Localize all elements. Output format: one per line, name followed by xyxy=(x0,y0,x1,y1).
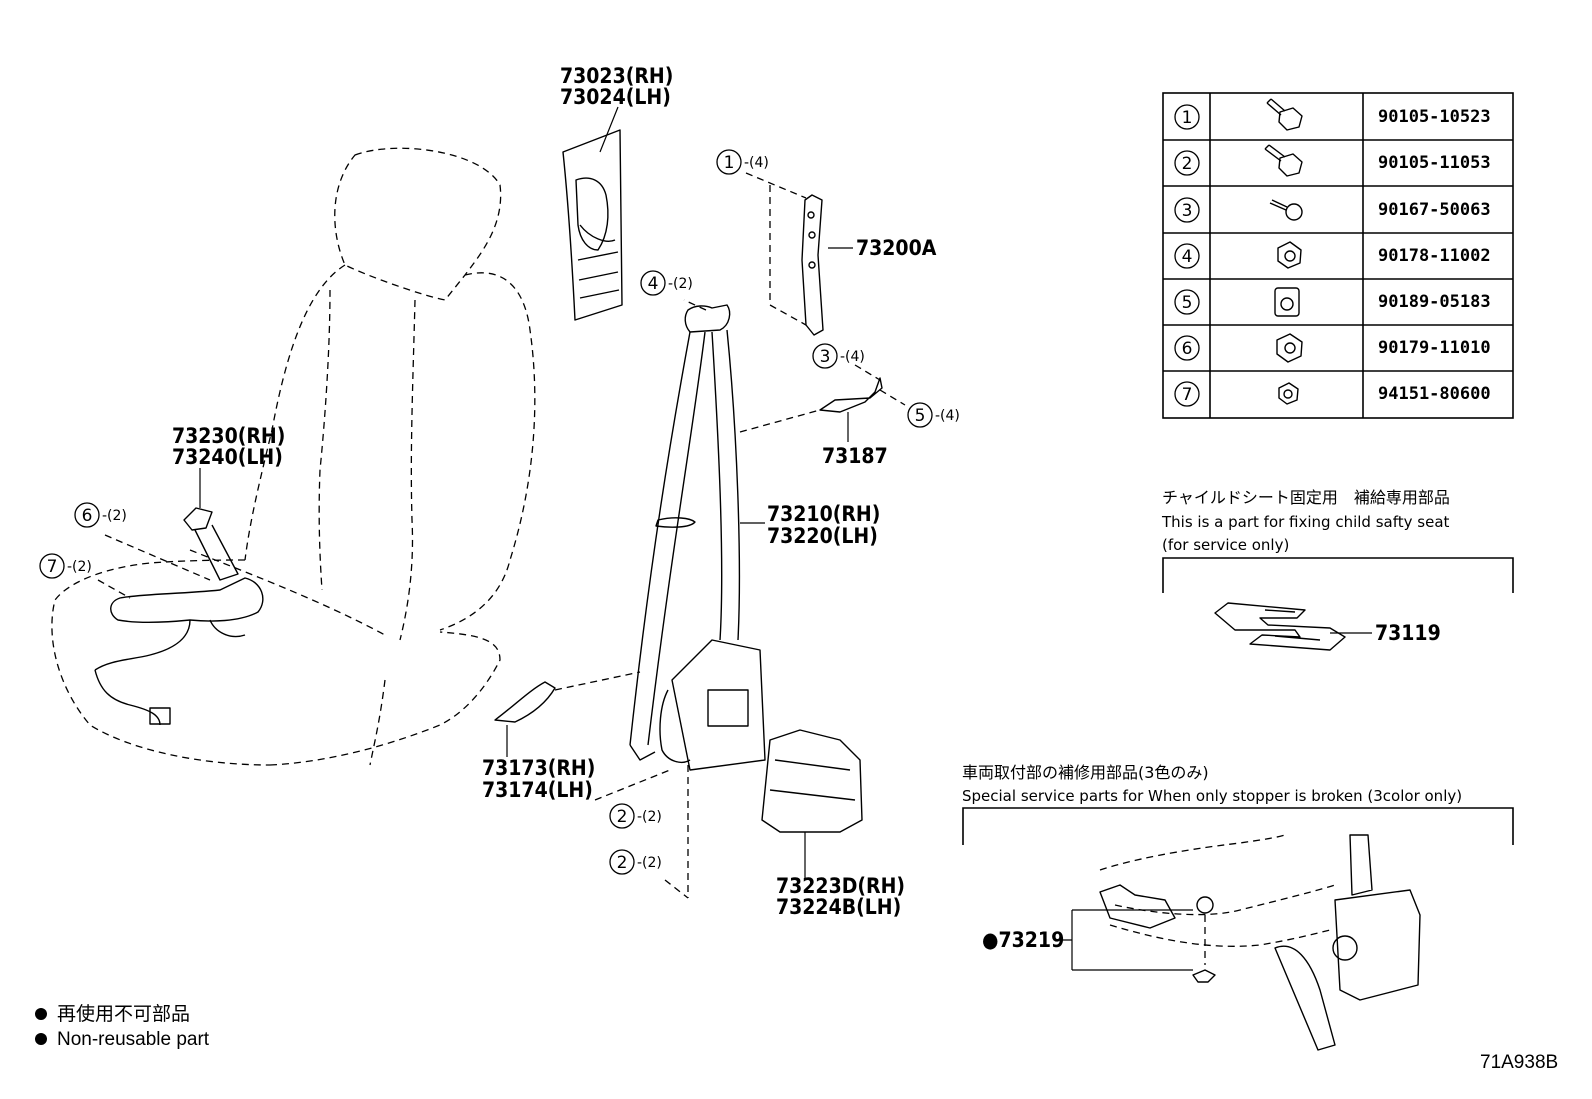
svg-text:3: 3 xyxy=(820,347,831,367)
nut-icon xyxy=(1278,382,1299,405)
svg-text:車両取付部の補修用部品(3色のみ): 車両取付部の補修用部品(3色のみ) xyxy=(962,763,1209,782)
svg-text:6: 6 xyxy=(1182,339,1193,359)
anchor-cover-73173 xyxy=(494,681,556,723)
fastener-ref-5: 5 -(4) xyxy=(907,402,960,428)
svg-text:チャイルドシート固定用 補給専用部品: チャイルドシート固定用 補給専用部品 xyxy=(1162,488,1450,507)
callout-73173-rh: 73173(RH) xyxy=(482,756,595,780)
svg-text:90105-11053: 90105-11053 xyxy=(1378,153,1491,173)
diagram-code: 71A938B xyxy=(1480,1052,1558,1073)
service-parts-section: 車両取付部の補修用部品(3色のみ) Special service parts … xyxy=(962,763,1514,1051)
shoulder-adjuster-73200A xyxy=(745,172,824,336)
svg-text:1: 1 xyxy=(724,153,735,173)
svg-text:5: 5 xyxy=(915,406,926,426)
non-reusable-dot-icon xyxy=(35,1008,47,1020)
seat-outline xyxy=(51,147,536,766)
svg-text:再使用不可部品: 再使用不可部品 xyxy=(57,1003,190,1025)
nut-icon xyxy=(1276,333,1303,363)
callout-73023-rh: 73023(RH) xyxy=(560,64,673,88)
callout-73219: ●73219 xyxy=(982,928,1064,952)
svg-text:5: 5 xyxy=(1182,293,1193,313)
svg-text:-(4): -(4) xyxy=(935,408,960,424)
table-row-2: 2 90105-11053 xyxy=(1174,144,1491,177)
callout-73174-lh: 73174(LH) xyxy=(482,778,593,802)
callout-73224B-lh: 73224B(LH) xyxy=(776,895,901,919)
svg-text:-(2): -(2) xyxy=(668,276,693,292)
seat-belt-assembly-73210 xyxy=(629,304,766,771)
fastener-ref-3: 3 -(4) xyxy=(812,343,865,369)
svg-text:4: 4 xyxy=(648,274,659,294)
svg-text:This is a part for fixing chil: This is a part for fixing child safty se… xyxy=(1161,513,1450,531)
svg-text:1: 1 xyxy=(1182,108,1193,128)
nut-icon xyxy=(1277,241,1302,269)
pillar-trim-73023 xyxy=(562,129,623,321)
stopper-assembly-73219 xyxy=(1099,834,1421,1051)
non-reusable-dot-icon xyxy=(35,1033,47,1045)
flange-bolt-icon xyxy=(1264,144,1303,177)
fastener-table: 1 90105-10523 2 90105-11053 3 90167-5006… xyxy=(1162,92,1514,419)
svg-text:94151-80600: 94151-80600 xyxy=(1378,384,1491,404)
table-row-7: 7 94151-80600 xyxy=(1174,381,1491,407)
svg-text:-(2): -(2) xyxy=(637,855,662,871)
callout-73230-rh: 73230(RH) xyxy=(172,424,285,448)
svg-text:(for service only): (for service only) xyxy=(1162,536,1289,554)
svg-text:90178-11002: 90178-11002 xyxy=(1378,246,1491,266)
svg-text:-(4): -(4) xyxy=(744,155,769,171)
svg-text:4: 4 xyxy=(1182,247,1193,267)
svg-text:7: 7 xyxy=(47,557,58,577)
table-row-4: 4 90178-11002 xyxy=(1174,241,1491,269)
callout-73024-lh: 73024(LH) xyxy=(560,85,671,109)
retractor-cover-73223D xyxy=(761,729,863,833)
svg-text:Special service parts for When: Special service parts for When only stop… xyxy=(962,787,1462,805)
svg-text:90105-10523: 90105-10523 xyxy=(1378,107,1491,127)
callout-73210-rh: 73210(RH) xyxy=(767,502,880,526)
svg-text:90189-05183: 90189-05183 xyxy=(1378,292,1491,312)
table-row-3: 3 90167-50063 xyxy=(1174,197,1491,223)
fastener-ref-1: 1 -(4) xyxy=(716,149,769,175)
fastener-ref-2-lower: 2 -(2) xyxy=(609,849,662,875)
svg-text:7: 7 xyxy=(1182,385,1193,405)
child-seat-bracket-73119 xyxy=(1214,602,1346,651)
svg-text:-(2): -(2) xyxy=(67,559,92,575)
svg-text:-(2): -(2) xyxy=(637,809,662,825)
callout-73200A: 73200A xyxy=(856,236,937,260)
clip-nut-icon xyxy=(1274,287,1300,317)
svg-text:6: 6 xyxy=(82,506,93,526)
flange-bolt-icon xyxy=(1266,98,1303,131)
svg-text:90179-11010: 90179-11010 xyxy=(1378,338,1491,358)
legend: 再使用不可部品 Non-reusable part xyxy=(35,1003,210,1050)
callout-73223D-rh: 73223D(RH) xyxy=(776,874,905,898)
svg-text:2: 2 xyxy=(617,853,628,873)
fastener-ref-6: 6 -(2) xyxy=(74,502,127,528)
svg-text:90167-50063: 90167-50063 xyxy=(1378,200,1491,220)
svg-text:-(2): -(2) xyxy=(102,508,127,524)
inner-belt-buckle-73230 xyxy=(94,507,264,726)
part-callouts: 73023(RH) 73024(LH) 73200A 73187 73230(R… xyxy=(172,64,937,919)
child-seat-section: チャイルドシート固定用 補給専用部品 This is a part for fi… xyxy=(1161,488,1514,651)
svg-text:-(4): -(4) xyxy=(840,349,865,365)
svg-text:Non-reusable part: Non-reusable part xyxy=(57,1029,210,1050)
fastener-ref-2-upper: 2 -(2) xyxy=(609,803,662,829)
fastener-ref-7: 7 -(2) xyxy=(39,553,92,579)
screw-icon xyxy=(1269,199,1303,221)
belt-guide-73187 xyxy=(819,377,883,413)
table-row-6: 6 90179-11010 xyxy=(1174,333,1491,363)
callout-73240-lh: 73240(LH) xyxy=(172,445,283,469)
callout-73187: 73187 xyxy=(822,444,888,468)
fastener-ref-4: 4 -(2) xyxy=(640,270,693,296)
callout-73119: 73119 xyxy=(1375,621,1441,645)
table-row-1: 1 90105-10523 xyxy=(1174,98,1491,131)
svg-text:3: 3 xyxy=(1182,201,1193,221)
callout-73220-lh: 73220(LH) xyxy=(767,524,878,548)
fastener-callouts: 1 -(4) 4 -(2) 3 -(4) 5 -(4) 6 -(2) 7 -(2… xyxy=(39,149,960,875)
svg-text:2: 2 xyxy=(617,807,628,827)
svg-text:2: 2 xyxy=(1182,154,1193,174)
leader-lines xyxy=(97,106,906,899)
table-row-5: 5 90189-05183 xyxy=(1174,287,1491,317)
